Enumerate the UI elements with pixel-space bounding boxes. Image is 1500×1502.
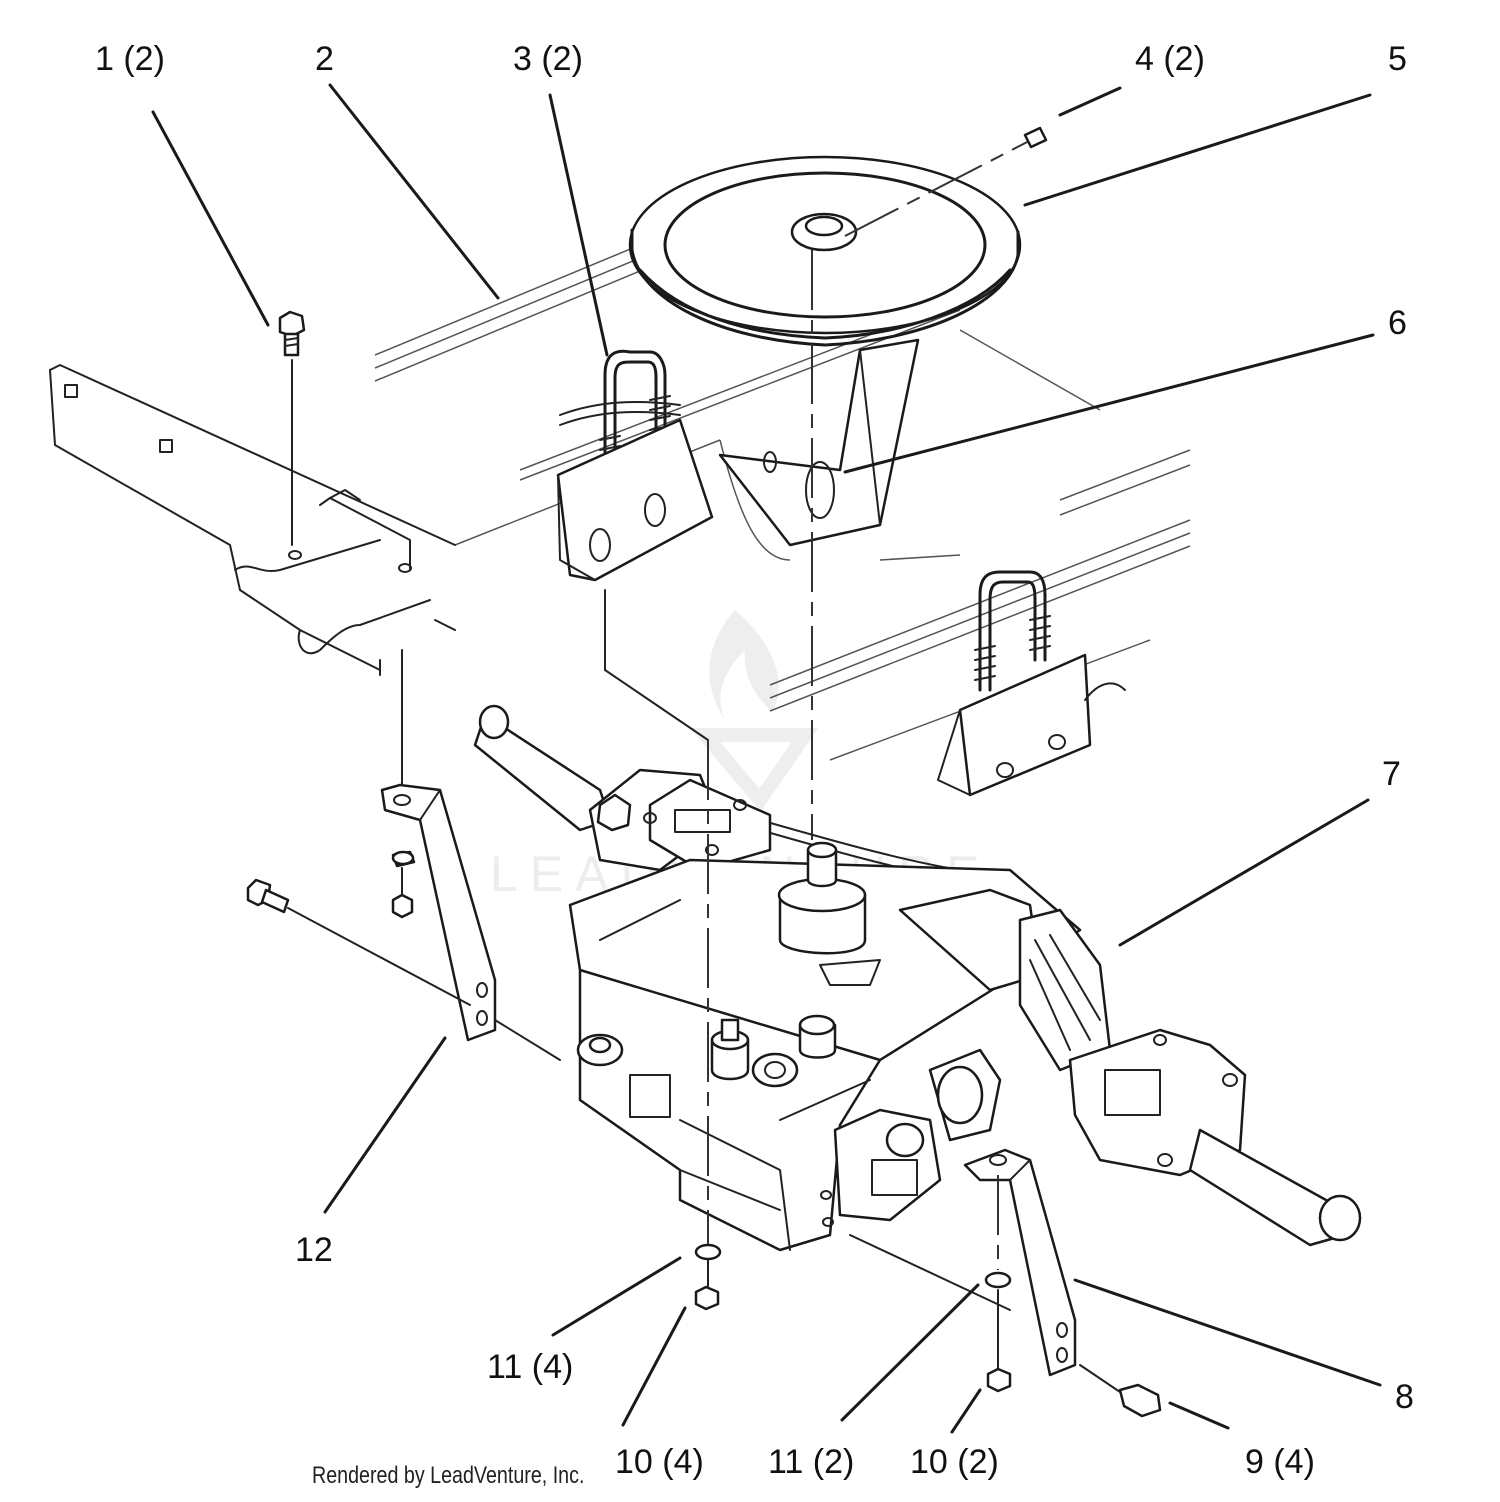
pulley-5 — [628, 126, 1048, 347]
callout-1: 1 (2) — [95, 40, 165, 78]
callout-10-left: 10 (4) — [615, 1443, 704, 1481]
callout-6: 6 — [1388, 304, 1407, 342]
bracket-8 — [963, 1148, 1162, 1418]
callout-10-right: 10 (2) — [910, 1443, 999, 1481]
callout-11-left: 11 (4) — [487, 1348, 574, 1386]
callout-9: 9 (4) — [1245, 1443, 1315, 1481]
render-credit: Rendered by LeadVenture, Inc. — [312, 1462, 585, 1489]
callout-3: 3 (2) — [513, 40, 583, 78]
bolt-9-left — [246, 878, 561, 1061]
u-bolt-3-upper — [556, 349, 714, 741]
bracket-12 — [380, 649, 497, 1042]
drive-belt — [559, 401, 961, 881]
callout-8: 8 — [1395, 1378, 1414, 1416]
bracket-6 — [718, 250, 920, 840]
bolt-1 — [278, 310, 306, 546]
callout-12: 12 — [295, 1231, 333, 1269]
callout-7: 7 — [1382, 755, 1401, 793]
u-bolt-3-lower — [937, 570, 1126, 797]
transaxle-7 — [473, 704, 1362, 1311]
leader-lines — [151, 83, 1382, 1434]
callout-11-right: 11 (2) — [768, 1443, 855, 1481]
left-frame-bracket — [49, 364, 456, 676]
callout-4: 4 (2) — [1135, 40, 1205, 78]
hardware-lower — [694, 740, 1012, 1393]
callout-2: 2 — [315, 40, 334, 78]
callout-5: 5 — [1388, 40, 1407, 78]
